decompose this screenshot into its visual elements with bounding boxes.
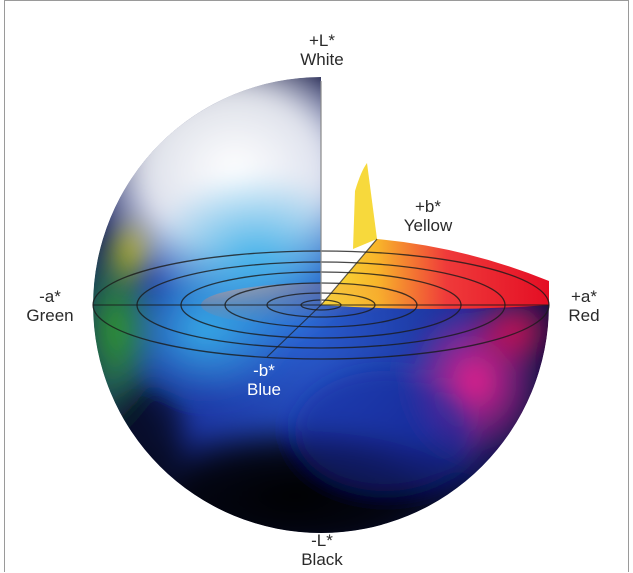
- label-green: -a* Green: [15, 287, 85, 325]
- axis-minus-b: -b*: [253, 361, 275, 380]
- label-yellow: +b* Yellow: [385, 197, 471, 235]
- name-black: Black: [301, 550, 343, 569]
- name-yellow: Yellow: [403, 216, 453, 235]
- name-blue: Blue: [246, 380, 282, 399]
- axis-plus-l: +L*: [309, 31, 335, 50]
- label-black: -L* Black: [283, 531, 361, 569]
- axis-plus-a: +a*: [571, 287, 597, 306]
- axis-minus-l: -L*: [311, 531, 333, 550]
- diagram-frame: +L* White +b* Yellow -a* Green +a* Red -…: [4, 0, 629, 572]
- name-white: White: [300, 50, 344, 69]
- label-white: +L* White: [283, 31, 361, 69]
- name-green: Green: [26, 306, 74, 325]
- axis-minus-a: -a*: [39, 287, 61, 306]
- color-sphere: [92, 77, 550, 533]
- label-red: +a* Red: [551, 287, 617, 325]
- name-red: Red: [568, 306, 600, 325]
- axis-plus-b: +b*: [415, 197, 441, 216]
- label-blue: -b* Blue: [227, 361, 301, 399]
- axis-lines: [93, 81, 549, 358]
